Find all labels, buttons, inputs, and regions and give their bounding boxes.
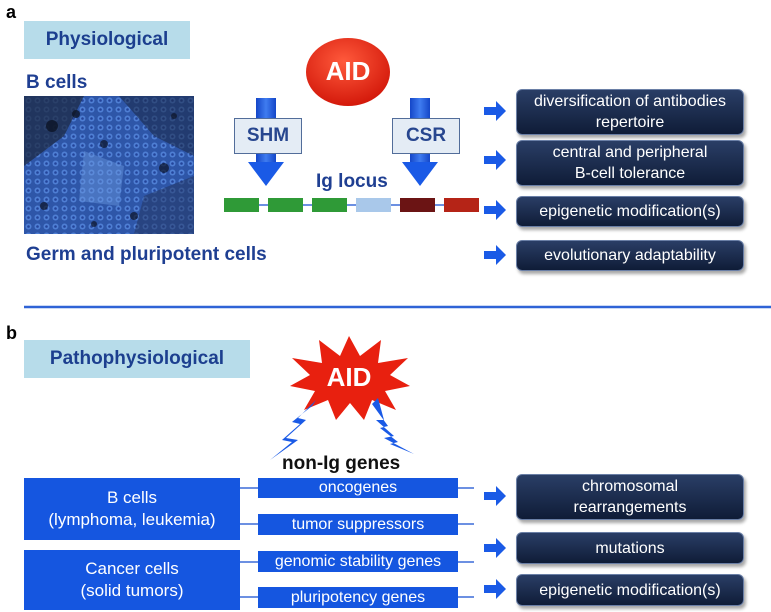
cell-type-line: Cancer cells: [85, 559, 179, 578]
right-arrow-b2: [484, 538, 506, 558]
ig-segment-1: [224, 198, 259, 212]
right-arrow-b3: [484, 579, 506, 599]
right-arrow-a2: [484, 150, 506, 170]
cell-type-cancer-cells: Cancer cells (solid tumors): [24, 550, 240, 610]
germ-pluripotent-label: Germ and pluripotent cells: [26, 244, 267, 265]
outcome-line: B-cell tolerance: [574, 165, 686, 182]
outcome-line: mutations: [595, 539, 665, 557]
outcome-diversification: diversification of antibodies repertoire: [516, 89, 744, 135]
outcome-tolerance: central and peripheral B-cell tolerance: [516, 140, 744, 186]
panel-a-letter: a: [6, 2, 17, 22]
right-arrow-b1: [484, 486, 506, 506]
pathophysiological-section-title: Pathophysiological: [24, 340, 250, 378]
lightning-left-icon: [270, 400, 316, 460]
physiological-section-title: Physiological: [24, 21, 190, 59]
non-ig-genes-label: non-Ig genes: [282, 453, 401, 474]
outcome-line: epigenetic modification(s): [539, 203, 721, 220]
right-arrow-a1: [484, 101, 506, 121]
outcome-line: evolutionary adaptability: [544, 247, 716, 264]
cell-type-line: (solid tumors): [80, 581, 184, 600]
ig-segment-6: [444, 198, 479, 212]
outcome-chromosomal: chromosomal rearrangements: [516, 474, 744, 520]
aid-burst-label: AID: [326, 362, 372, 392]
shm-label: SHM: [234, 118, 302, 154]
gene-genomic-stability: genomic stability genes: [258, 551, 458, 572]
outcome-line: diversification of antibodies: [533, 93, 727, 110]
right-arrow-a4: [484, 245, 506, 265]
ig-locus-label: Ig locus: [316, 171, 388, 192]
ig-segment-4: [356, 198, 391, 212]
csr-label: CSR: [392, 118, 460, 154]
gene-tumor-suppressors: tumor suppressors: [258, 514, 458, 535]
outcome-line: central and peripheral: [552, 144, 708, 161]
aid-burst-shape: [290, 336, 410, 420]
cell-type-b-cells: B cells (lymphoma, leukemia): [24, 478, 240, 540]
b-cells-label: B cells: [26, 72, 88, 93]
outcome-evolutionary: evolutionary adaptability: [516, 240, 744, 271]
cell-type-line: (lymphoma, leukemia): [48, 510, 216, 529]
aid-oval: [306, 38, 390, 106]
b-cells-micrograph: [24, 96, 194, 234]
outcome-line: chromosomal: [581, 478, 679, 495]
cell-type-line: B cells: [106, 488, 158, 507]
outcome-epigenetic-b: epigenetic modification(s): [516, 574, 744, 606]
outcome-line: repertoire: [595, 114, 665, 131]
ig-segment-5: [400, 198, 435, 212]
panel-b-letter: b: [6, 323, 17, 343]
ig-segment-2: [268, 198, 303, 212]
aid-label: AID: [325, 56, 371, 86]
gene-oncogenes: oncogenes: [258, 478, 458, 498]
ig-segment-3: [312, 198, 347, 212]
outcome-mutations: mutations: [516, 532, 744, 564]
outcome-line: rearrangements: [573, 499, 687, 516]
outcome-line: epigenetic modification(s): [539, 581, 721, 599]
outcome-epigenetic-a: epigenetic modification(s): [516, 196, 744, 227]
lightning-right-icon: [372, 398, 414, 454]
right-arrow-a3: [484, 200, 506, 220]
gene-pluripotency: pluripotency genes: [258, 587, 458, 608]
